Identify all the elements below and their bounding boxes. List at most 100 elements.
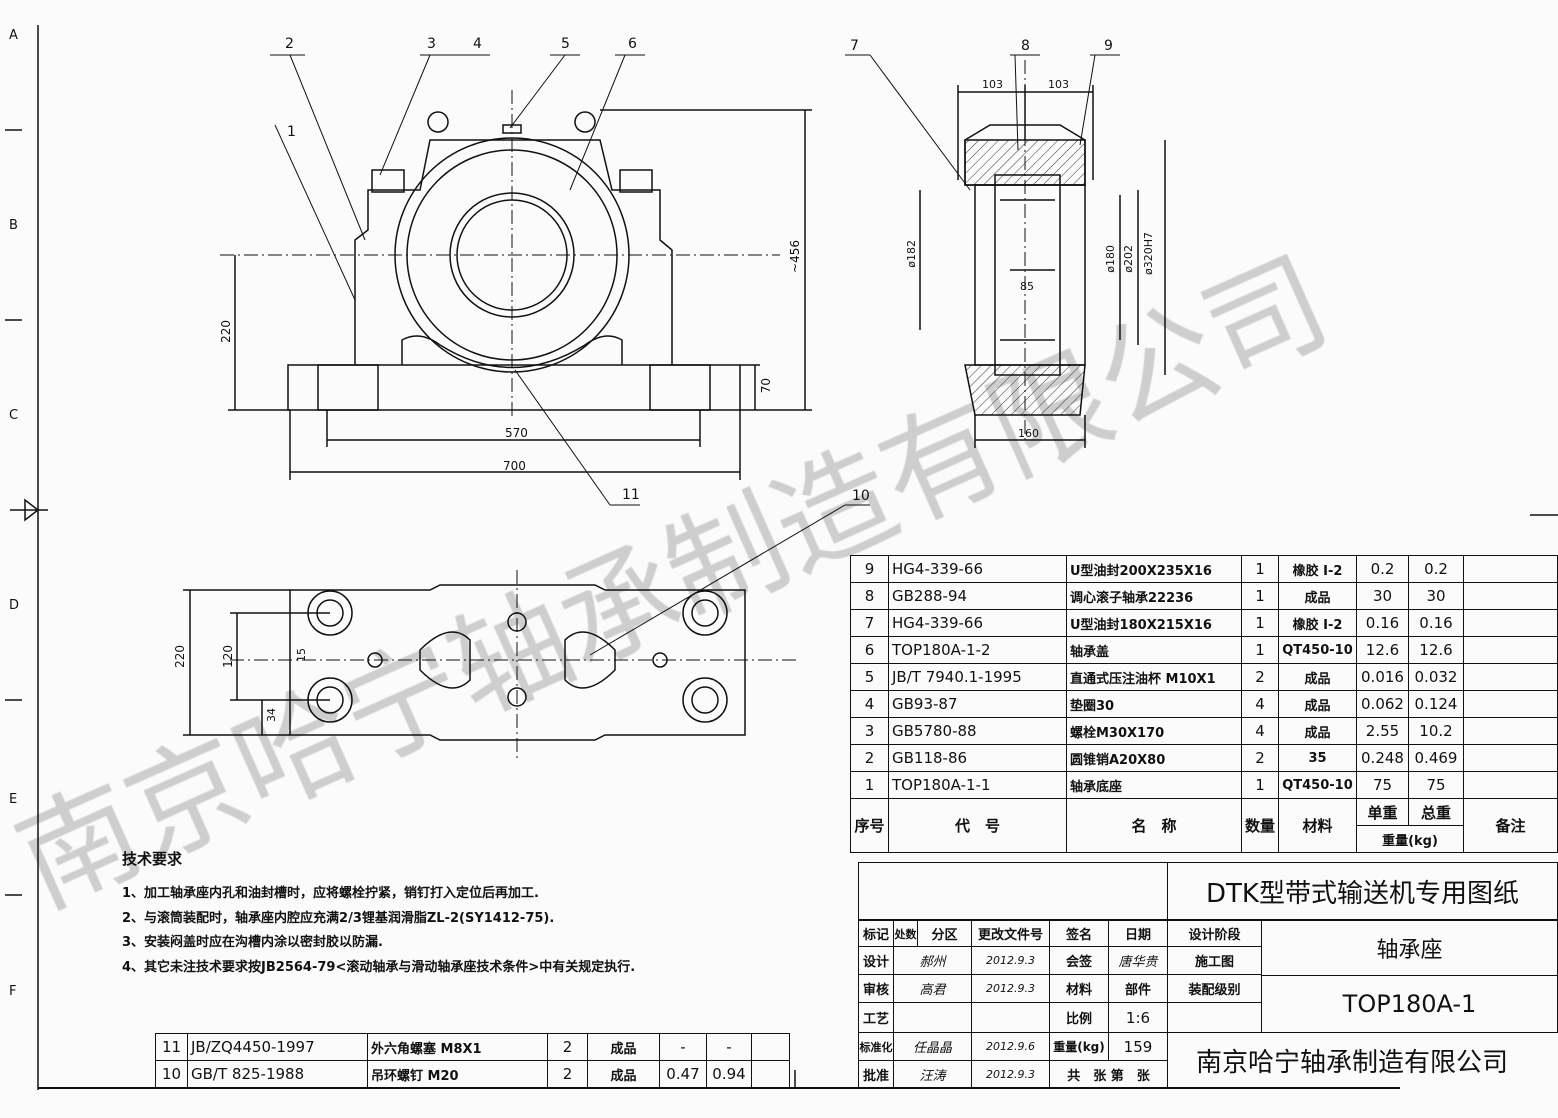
- label-change-doc: 更改文件号: [971, 920, 1050, 947]
- cell-remark: [1463, 744, 1558, 772]
- cell-total: 0.469: [1408, 744, 1464, 772]
- label-signature: 签名: [1049, 920, 1109, 947]
- callout-10: 10: [852, 488, 870, 504]
- tech-requirement-3: 3、安装闷盖时应在沟槽内涂以密封胶以防漏.: [122, 935, 383, 950]
- cell-seq: 1: [850, 771, 889, 799]
- label-process: 工艺: [858, 1002, 894, 1033]
- zone-d: D: [9, 598, 20, 613]
- callout-5: 5: [561, 36, 570, 52]
- label-zone: 分区: [917, 920, 972, 947]
- drawing-series: DTK型带式输送机专用图纸: [1167, 862, 1558, 920]
- cell-remark: [751, 1033, 790, 1061]
- label-weight: 重量(kg): [1049, 1032, 1109, 1061]
- cell-unit: 12.6: [1356, 636, 1409, 664]
- drawing-number: TOP180A-1: [1261, 975, 1558, 1033]
- cell-material: 35: [1278, 744, 1357, 772]
- tech-requirement-2: 2、与滚筒装配时，轴承座内腔应充满2/3锂基润滑脂ZL-2(SY1412-75)…: [122, 911, 555, 926]
- cell-total: 0.124: [1408, 690, 1464, 718]
- cell-name: 螺栓M30X170: [1066, 717, 1242, 745]
- company-name: 南京哈宁轴承制造有限公司: [1195, 1048, 1508, 1078]
- cell-remark: [1463, 771, 1558, 799]
- cell-total: 12.6: [1408, 636, 1464, 664]
- cell-seq: 3: [850, 717, 889, 745]
- callout-6: 6: [628, 36, 637, 52]
- dim-180: ø180: [1104, 245, 1117, 273]
- cell-name: 轴承底座: [1066, 771, 1242, 799]
- cell-code: GB/T 825-1988: [187, 1060, 368, 1088]
- cell-total: 0.94: [706, 1060, 752, 1088]
- zone-ticks: [5, 129, 1558, 896]
- cell-unit: 0.016: [1356, 663, 1409, 691]
- countersign-signature: 唐华贵: [1108, 946, 1168, 975]
- label-material: 材料: [1049, 974, 1109, 1003]
- cell-total: -: [706, 1033, 752, 1061]
- dim-570: 570: [505, 426, 528, 440]
- cell-seq: 9: [850, 555, 889, 583]
- cell-name: U型油封200X235X16: [1066, 555, 1242, 583]
- cell-code: HG4-339-66: [888, 555, 1067, 583]
- cell-material: 成品: [587, 1033, 660, 1061]
- cell-seq: 4: [850, 690, 889, 718]
- cell-code: GB5780-88: [888, 717, 1067, 745]
- cell-seq: 11: [155, 1033, 188, 1061]
- callout-11: 11: [622, 487, 640, 503]
- label-design: 设计: [858, 946, 894, 975]
- cell-name: U型油封180X215X16: [1066, 609, 1242, 637]
- cell-unit: -: [659, 1033, 707, 1061]
- cell-unit: 75: [1356, 771, 1409, 799]
- header-unit-weight: 单重: [1356, 798, 1409, 826]
- cell-remark: [1463, 609, 1558, 637]
- cell-remark: [1463, 690, 1558, 718]
- process-date: [971, 1002, 1050, 1033]
- revision-grid: [858, 862, 1168, 920]
- parts-header-row: 序号 代 号 名 称 数量 材料 单重 总重 备注: [850, 798, 1558, 853]
- cell-qty: 2: [547, 1033, 588, 1061]
- cell-qty: 2: [1241, 663, 1279, 691]
- dim-15: 15: [295, 648, 308, 662]
- cell-name: 轴承盖: [1066, 636, 1242, 664]
- cell-name: 外六角螺塞 M8X1: [367, 1033, 548, 1061]
- callout-3: 3: [427, 36, 436, 52]
- cell-unit: 2.55: [1356, 717, 1409, 745]
- cell-total: 0.032: [1408, 663, 1464, 691]
- header-total-weight: 总重: [1408, 798, 1464, 826]
- cell-material: 橡胶 I-2: [1278, 555, 1357, 583]
- header-remark: 备注: [1463, 798, 1558, 853]
- cell-qty: 4: [1241, 690, 1279, 718]
- dim-700: 700: [503, 459, 526, 473]
- label-assembly-level: 装配级别: [1167, 974, 1262, 1003]
- side-view: [845, 54, 1166, 448]
- label-date: 日期: [1108, 920, 1168, 947]
- cell-code: GB288-94: [888, 582, 1067, 610]
- callout-2: 2: [285, 36, 294, 52]
- cell-name: 吊环螺钉 M20: [367, 1060, 548, 1088]
- cell-seq: 7: [850, 609, 889, 637]
- cell-seq: 8: [850, 582, 889, 610]
- cell-material: 成品: [1278, 582, 1357, 610]
- scale-value: 1:6: [1108, 1002, 1168, 1033]
- cell-unit: 30: [1356, 582, 1409, 610]
- cell-seq: 2: [850, 744, 889, 772]
- cell-total: 0.2: [1408, 555, 1464, 583]
- cell-code: TOP180A-1-2: [888, 636, 1067, 664]
- dim-160: 160: [1018, 427, 1039, 440]
- standardize-date: 2012.9.6: [971, 1032, 1050, 1061]
- cell-material: QT450-10: [1278, 636, 1357, 664]
- cell-material: 成品: [1278, 663, 1357, 691]
- cell-name: 圆锥销A20X80: [1066, 744, 1242, 772]
- header-code: 代 号: [888, 798, 1067, 853]
- assembly-level-value: [1167, 1002, 1262, 1033]
- label-sheets: 共 张 第 张: [1049, 1060, 1168, 1089]
- cell-qty: 1: [1241, 582, 1279, 610]
- callout-8: 8: [1021, 38, 1030, 54]
- header-weight: 重量(kg): [1356, 825, 1464, 853]
- header-name: 名 称: [1066, 798, 1242, 853]
- zone-b: B: [9, 218, 18, 233]
- cell-seq: 6: [850, 636, 889, 664]
